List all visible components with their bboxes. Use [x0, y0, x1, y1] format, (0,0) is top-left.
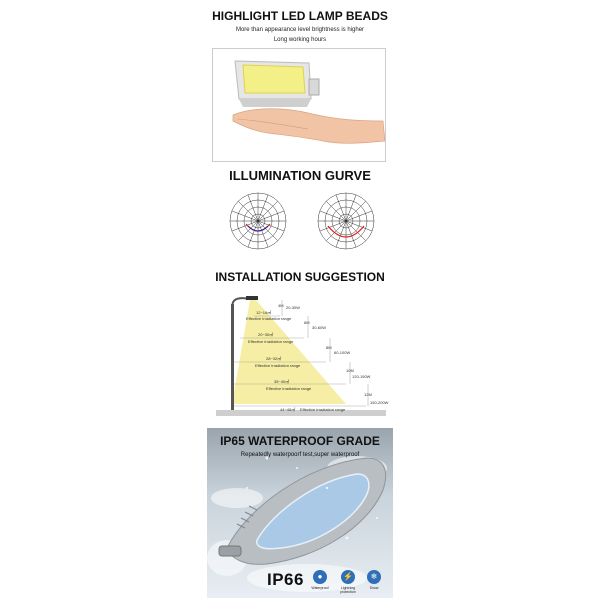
streetlight-water-illustration — [207, 456, 387, 592]
row4-range: 35~40㎡ — [274, 379, 290, 384]
feature-snow: Snow — [369, 586, 379, 590]
row3-range: 28~32㎡ — [266, 356, 282, 361]
snow-icon: ❄ — [367, 570, 381, 584]
light-pole — [231, 304, 234, 410]
installation-title: INSTALLATION SUGGESTION — [215, 270, 385, 284]
feature-lightning: Lightning protection — [340, 586, 356, 594]
lamp-beads-title: HIGHLIGHT LED LAMP BEADS — [212, 9, 388, 23]
ground — [216, 410, 386, 416]
row1-watt: 20-30W — [286, 305, 301, 310]
row5-height: 12M — [364, 392, 372, 397]
light-beam — [232, 300, 346, 404]
feature-waterproof: Waterproof — [311, 586, 329, 590]
row1-desc: Effective irradiation range — [246, 316, 292, 321]
row3-watt: 60-100W — [334, 350, 351, 355]
ip66-label: IP66 — [267, 570, 304, 589]
waterproof-title: IP65 WATERPROOF GRADE — [220, 434, 380, 448]
led-bead-hand-illustration — [232, 60, 386, 144]
row2-watt: 30-60W — [312, 325, 327, 330]
lamp-lens — [256, 473, 370, 550]
row5-range: 44~46㎡ — [280, 407, 296, 412]
row2-height: 6M — [304, 320, 310, 325]
illumination-title: ILLUMINATION GURVE — [229, 168, 371, 183]
row4-desc: Effective irradiation range — [266, 386, 312, 391]
polar-chart-right — [306, 186, 386, 256]
row4-height: 10M — [346, 368, 354, 373]
waterproof-panel: IP65 WATERPROOF GRADE Repeatedly waterpo… — [207, 428, 393, 598]
lamp-beads-line2: Long working hours — [273, 37, 327, 43]
polar-grid-left — [229, 192, 287, 250]
polar-grid-right — [317, 192, 375, 250]
waterproof-icon: ● — [313, 570, 327, 584]
row5-desc: Effective irradiation range — [300, 407, 346, 412]
installation-svg — [216, 296, 386, 416]
lightning-icon: ⚡ — [341, 570, 355, 584]
row3-height: 8M — [326, 345, 332, 350]
row1-height: 4M — [278, 303, 284, 308]
row1-range: 12~16㎡ — [256, 310, 272, 315]
lamp-beads-line1: More than appearance level brightness is… — [235, 27, 365, 33]
row5-watt: 150-200W — [370, 400, 389, 405]
row4-watt: 120-150W — [352, 374, 371, 379]
row3-desc: Effective irradiation range — [255, 363, 301, 368]
led-bead-image-panel — [212, 48, 386, 162]
row2-range: 20~30㎡ — [258, 332, 274, 337]
waterproof-subtitle: Repeatedly waterpoorf test,super waterpr… — [240, 452, 360, 458]
polar-chart-left — [218, 186, 298, 256]
installation-diagram — [216, 292, 386, 418]
row2-desc: Effective irradiation range — [248, 339, 294, 344]
